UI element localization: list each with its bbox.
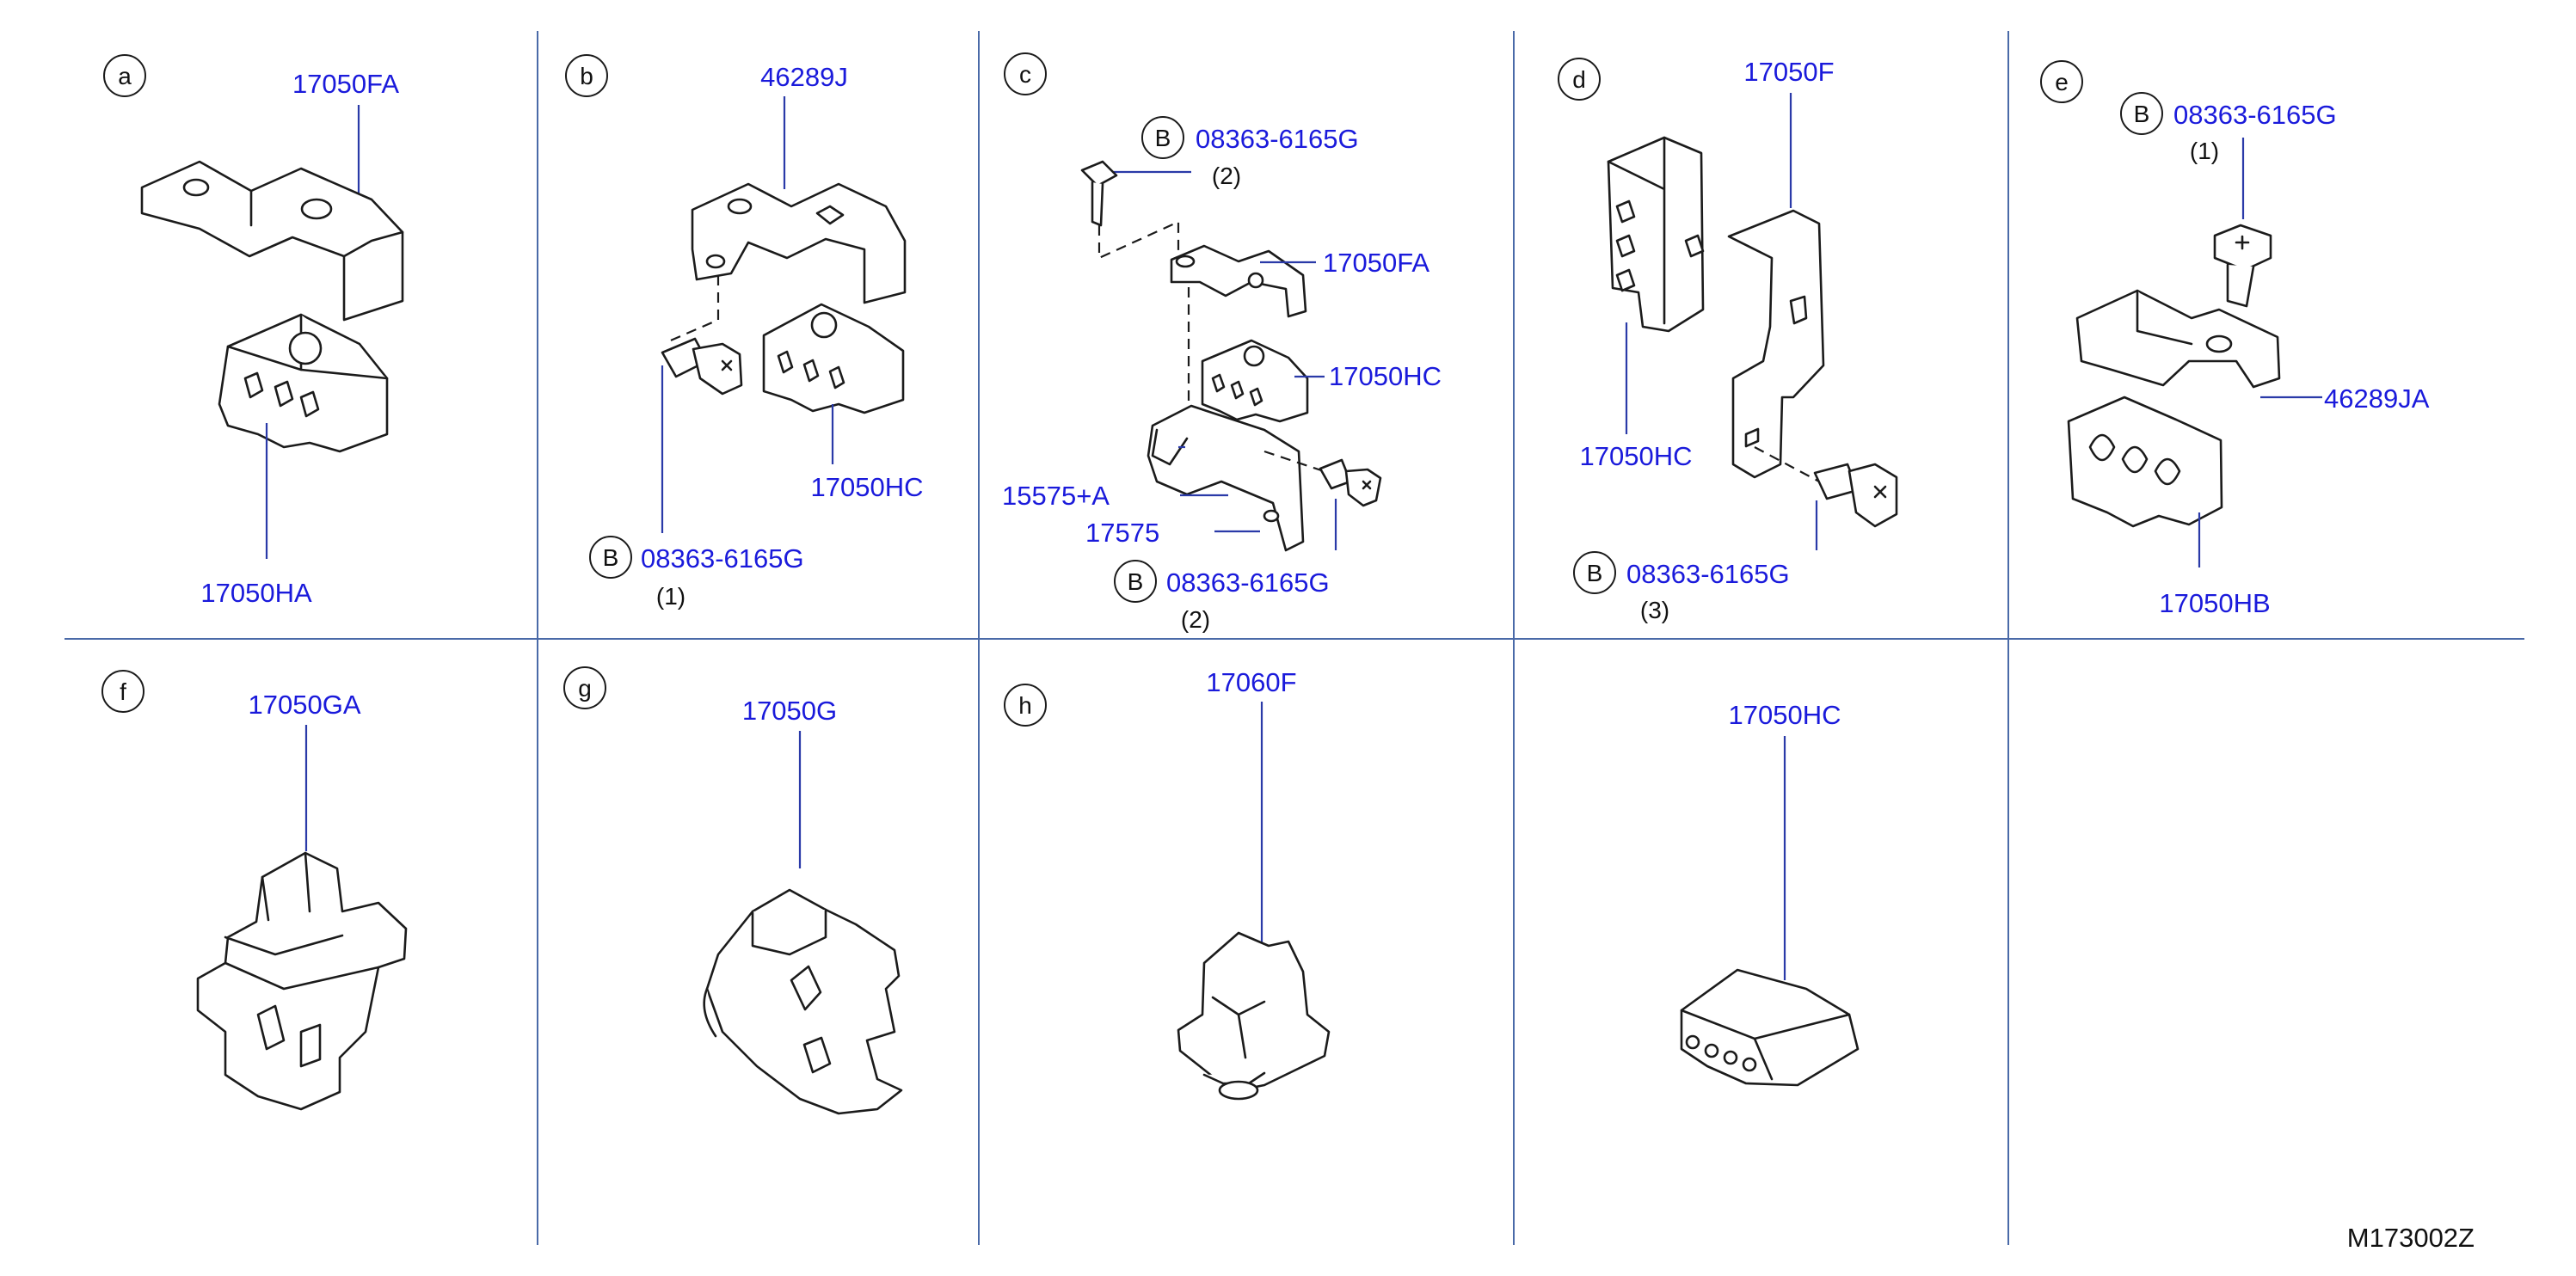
bolt-ref-b: B <box>2134 101 2150 127</box>
cell-a: a 17050FA 17050HA <box>103 54 404 608</box>
bolt-icon <box>661 337 743 396</box>
part-label: 17050HC <box>1580 441 1693 471</box>
quantity: (2) <box>1212 163 1241 189</box>
cell-h: h 17060F <box>1004 667 1331 1101</box>
part-label: 17050F <box>1743 57 1834 87</box>
part-label: 17050HC <box>811 472 924 502</box>
clip-icon <box>2067 396 2223 528</box>
cell-letter-c: c <box>1019 61 1031 88</box>
bolt-icon <box>1080 160 1118 227</box>
cell-letter-e: e <box>2055 69 2069 95</box>
cell-letter-circle <box>565 54 608 97</box>
bolt-icon <box>2213 224 2272 308</box>
cell-letter-a: a <box>118 63 132 89</box>
bolt-icon <box>1319 458 1382 507</box>
part-label: 17060F <box>1206 667 1296 697</box>
cell-letter-circle <box>101 670 144 713</box>
clip-icon <box>1680 968 1860 1087</box>
bracket-icon <box>140 160 404 322</box>
part-label: 46289J <box>760 62 848 92</box>
part-label: 08363-6165G <box>1196 124 1359 154</box>
bolt-ref-b: B <box>1155 125 1171 151</box>
cell-d: d 17050F 17050HC B 08363-6165G (3) <box>1558 57 1898 623</box>
push-clip-icon <box>703 888 903 1115</box>
part-label: 08363-6165G <box>2173 100 2337 130</box>
bolt-ref-circle <box>1114 560 1157 603</box>
bolt-ref-b: B <box>603 544 619 571</box>
cell-letter-circle <box>2040 60 2083 103</box>
bolt-ref-circle <box>1573 551 1616 594</box>
part-label: 17050FA <box>292 69 399 99</box>
quantity: (3) <box>1640 597 1669 623</box>
cell-letter-circle <box>103 54 146 97</box>
part-label: 17050HA <box>200 578 312 608</box>
cell-letter-circle <box>1558 58 1601 101</box>
clip-icon <box>1201 339 1309 423</box>
bolt-ref-circle <box>1141 116 1184 159</box>
part-label: 17050HB <box>2159 588 2270 618</box>
push-clip-icon <box>196 851 408 1111</box>
part-label: 15575+A <box>1002 481 1110 511</box>
cell-grid <box>65 31 2524 1245</box>
part-label: 08363-6165G <box>1626 559 1790 589</box>
push-clip-icon <box>1177 931 1331 1101</box>
part-label: 46289JA <box>2324 383 2430 414</box>
part-label: 17050HC <box>1729 700 1841 730</box>
cell-letter-circle <box>1004 684 1047 727</box>
part-label: 08363-6165G <box>641 543 804 574</box>
bracket-icon <box>1727 209 1825 479</box>
clip-icon <box>218 313 389 453</box>
quantity: (1) <box>656 583 685 610</box>
cell-b: b 46289J 17050HC B 08363-6165G (1) <box>565 54 924 610</box>
dashed-guide <box>1754 446 1820 482</box>
part-label: 17050FA <box>1323 248 1429 278</box>
cell-e: e B 08363-6165G (1) 46289JA 17050HB <box>2040 60 2430 618</box>
cell-c: c B 08363-6165G (2) 17050FA 17050HC <box>1002 52 1442 633</box>
bolt-ref-b: B <box>1128 568 1144 595</box>
quantity: (2) <box>1181 606 1210 633</box>
part-label: 17050HC <box>1329 361 1442 391</box>
part-label: 17575 <box>1085 518 1159 548</box>
cell-letter-circle <box>1004 52 1047 95</box>
cell-letter-h: h <box>1018 692 1032 719</box>
diagram-id: M173002Z <box>2347 1223 2475 1253</box>
dashed-guide <box>666 275 720 344</box>
dashed-guide <box>1097 220 1180 260</box>
bolt-ref-circle <box>589 536 632 579</box>
cell-letter-g: g <box>578 675 592 702</box>
bolt-icon <box>1813 463 1898 528</box>
clip-icon <box>762 303 905 414</box>
cell-i: 17050HC <box>1680 700 1860 1087</box>
cell-letter-d: d <box>1572 66 1586 93</box>
cell-g: g 17050G <box>563 666 903 1115</box>
part-label: 17050G <box>742 696 837 726</box>
part-label: 17050GA <box>249 690 361 720</box>
dashed-guide <box>1263 450 1330 475</box>
bracket-icon <box>2075 289 2281 389</box>
clip-icon <box>1607 136 1705 333</box>
bolt-ref-b: B <box>1587 560 1603 586</box>
part-label: 08363-6165G <box>1166 567 1330 598</box>
cell-letter-b: b <box>580 63 593 89</box>
quantity: (1) <box>2190 138 2219 164</box>
bracket-icon <box>1170 244 1307 318</box>
bolt-ref-circle <box>2120 92 2163 135</box>
cell-letter-f: f <box>120 678 126 705</box>
bracket-icon <box>1147 404 1305 552</box>
cell-letter-circle <box>563 666 606 709</box>
cell-f: f 17050GA <box>101 670 408 1111</box>
bracket-icon <box>691 182 907 304</box>
